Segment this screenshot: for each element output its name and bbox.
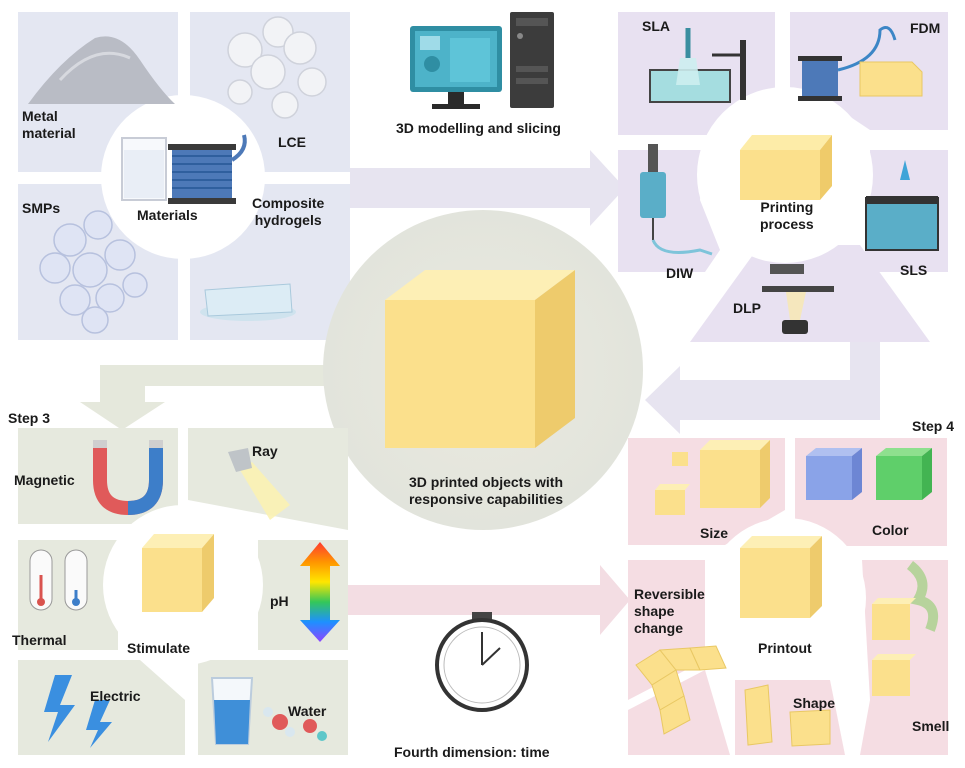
arrow-materials-to-printing [350,150,625,226]
layered-cube-icon [740,135,832,200]
dlp-tile [690,245,930,342]
printout-center-label: Printout [758,640,812,656]
smps-label: SMPs [22,200,61,216]
water-molecule-icon [263,707,327,741]
arrow-stimulate-to-printout [348,565,630,635]
printout-panel [628,438,948,755]
ray-label: Ray [252,443,278,459]
lce-label: LCE [278,134,306,150]
filament-spool-icon [168,134,247,204]
water-glass-icon [210,677,254,745]
ray-tile [188,428,348,530]
sla-printer-icon [649,28,746,103]
diw-label: DIW [666,265,694,281]
printout-cube-icon [740,536,822,618]
smell-cubes-icon [872,561,938,696]
sla-label: SLA [642,18,670,34]
unfolded-cube-icon [635,645,727,735]
ph-scale-icon [300,542,340,642]
smps-spheres-icon [39,210,148,334]
hydrogel-icon [200,283,296,321]
stimulate-cube-icon [142,534,214,612]
printing-panel [618,12,948,342]
clock-icon [435,612,529,712]
materials-center-label: Materials [137,207,198,223]
materials-panel [18,12,350,340]
ph-label: pH [270,593,289,609]
color-label: Color [872,522,909,538]
stimulate-center-label: Stimulate [127,640,191,656]
dlp-printer-icon [762,264,834,334]
step4-label: Step 4 [912,418,955,434]
lightning-icon [44,675,112,748]
thermal-label: Thermal [12,632,67,648]
magnetic-label: Magnetic [14,472,75,488]
fdm-printer-icon [798,26,923,101]
fdm-label: FDM [910,20,941,36]
color-cubes-icon [806,448,932,500]
lce-spheres-icon [227,16,327,119]
computer-icon [410,12,554,109]
electric-label: Electric [90,688,141,704]
magnet-icon [93,440,163,516]
object-cube-icon [385,270,575,448]
modelling-label: 3D modelling and slicing [396,120,561,136]
size-label: Size [700,525,729,541]
arrow-printing-to-object [645,342,880,434]
smell-label: Smell [912,718,950,734]
shape-blocks-icon [744,684,831,747]
beaker-icon [121,137,167,201]
dlp-label: DLP [733,300,761,316]
step3-label: Step 3 [8,410,51,426]
size-cubes-icon [655,440,770,515]
sls-printer-icon [865,160,939,251]
lamp-icon [228,448,290,520]
water-label: Water [288,703,327,719]
metal-powder-icon [28,36,175,104]
stimulate-panel [18,428,348,755]
arrow-object-to-stimulate [80,365,330,430]
diw-syringe-icon [640,144,713,256]
thermometer-cold-icon [64,549,88,611]
sls-label: SLS [900,262,928,278]
thermometer-hot-icon [29,549,53,611]
time-label: Fourth dimension: time [394,744,550,760]
shape-label: Shape [793,695,836,711]
